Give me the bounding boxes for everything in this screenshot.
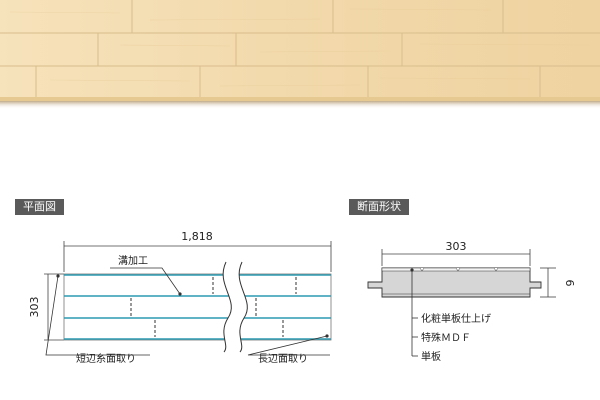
short-edge-joints [130, 277, 297, 337]
long-edge-leader [247, 335, 330, 356]
layer-leaders [411, 270, 418, 357]
short-edge-leader [45, 275, 150, 356]
break-gap [223, 262, 248, 352]
section-thickness-dimension [540, 267, 556, 298]
flooring-photo [0, 0, 600, 109]
break-mark [222, 261, 248, 353]
groove-label: 溝加工 [118, 254, 148, 267]
long-edge-label: 長辺面取り [258, 353, 308, 365]
short-edge-label: 短辺糸面取り [76, 352, 136, 365]
cross-section-tag: 断面形状 [349, 199, 409, 215]
layer-label-veneer: 単板 [421, 350, 441, 363]
section-thickness-value: 6 [563, 280, 576, 287]
plan-height-value: 303 [28, 297, 41, 318]
plan-board-outline [63, 273, 332, 341]
section-width-dimension [381, 249, 531, 266]
layer-label-mdf: 特殊ＭＤＦ [421, 331, 471, 344]
plan-height-dimension [44, 273, 64, 341]
groove-leader [110, 267, 181, 295]
plan-width-value: 1,818 [181, 230, 213, 243]
groove-lines [64, 274, 331, 340]
cross-section-diagram: 303 6 化粧単板仕上げ 特殊ＭＤＦ 単板 [367, 240, 576, 363]
plan-view-diagram: 1,818 303 溝加工 短辺糸面取り 長辺面取り [28, 230, 332, 365]
plan-view-tag: 平面図 [15, 199, 64, 215]
board-profile [367, 267, 542, 298]
section-width-value: 303 [446, 240, 467, 253]
layer-label-veneer-finish: 化粧単板仕上げ [421, 312, 491, 325]
plan-width-dimension [63, 241, 332, 272]
